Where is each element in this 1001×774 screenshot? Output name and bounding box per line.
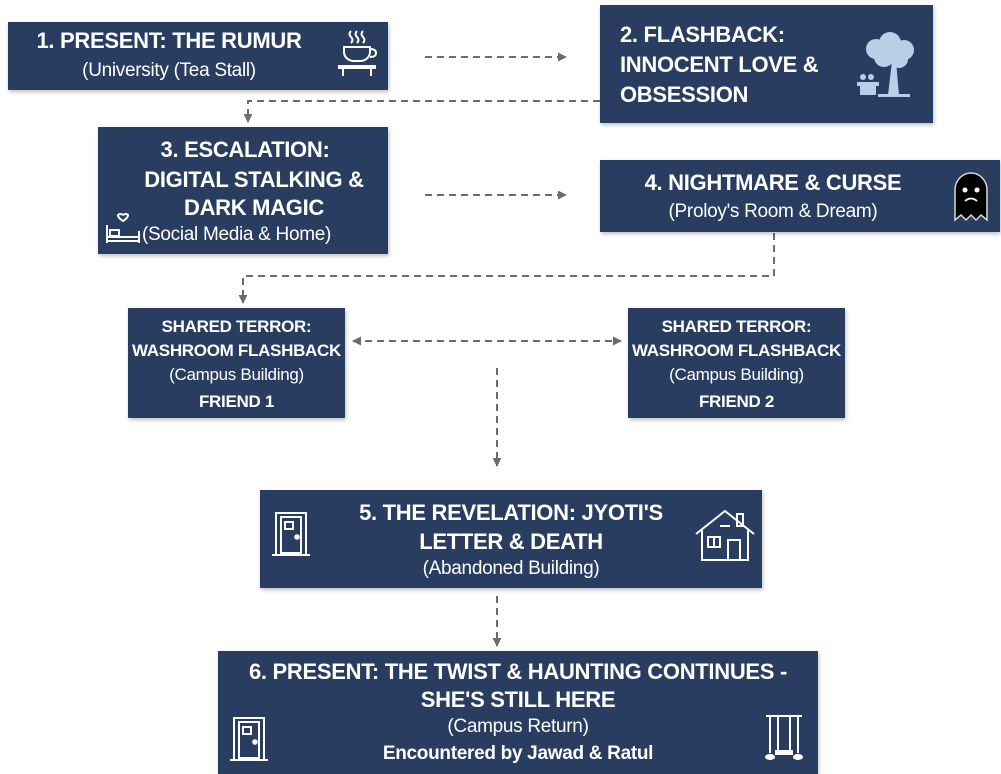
bed-icon bbox=[106, 213, 140, 243]
node-nightmare-curse: 4. NIGHTMARE & CURSE (Proloy's Room & Dr… bbox=[600, 160, 1000, 232]
node-friend2-line4: FRIEND 2 bbox=[698, 392, 775, 411]
node-friend2-line1: SHARED TERROR: bbox=[661, 317, 812, 336]
node-friend2-line2: WASHROOM FLASHBACK bbox=[632, 341, 841, 360]
node-finale: 6. PRESENT: THE TWIST & HAUNTING CONTINU… bbox=[218, 651, 818, 774]
node-present-title: 1. PRESENT: THE RUMUR bbox=[36, 28, 302, 53]
node-revelation: 5. THE REVELATION: JYOTI'S LETTER & DEAT… bbox=[260, 490, 762, 588]
node-escalation-subtitle: (Social Media & Home) bbox=[142, 224, 332, 245]
node-friend1-line3: (Campus Building) bbox=[169, 365, 304, 384]
tea-cup-icon bbox=[338, 30, 378, 76]
node-revelation-line1: 5. THE REVELATION: JYOTI'S bbox=[359, 500, 663, 525]
ghost-icon bbox=[954, 172, 988, 222]
node-finale-line2: SHE'S STILL HERE bbox=[420, 687, 616, 712]
node-escalation-line3: DARK MAGIC bbox=[184, 195, 324, 220]
node-flashback-line2: INNOCENT LOVE & bbox=[620, 52, 819, 77]
node-finale-line3: (Campus Return) bbox=[447, 716, 589, 737]
door-icon bbox=[272, 512, 310, 556]
connector-2-to-3 bbox=[243, 100, 600, 123]
house-icon bbox=[695, 509, 755, 561]
node-friend2-line3: (Campus Building) bbox=[669, 365, 804, 384]
node-friend1-line4: FRIEND 1 bbox=[198, 392, 275, 411]
node-friend-1: SHARED TERROR: WASHROOM FLASHBACK (Campu… bbox=[128, 308, 345, 418]
node-friend-2: SHARED TERROR: WASHROOM FLASHBACK (Campu… bbox=[628, 308, 845, 418]
node-finale-line4: Encountered by Jawad & Ratul bbox=[382, 743, 654, 764]
node-flashback-line3: OBSESSION bbox=[620, 82, 749, 107]
tree-icon bbox=[857, 32, 914, 97]
node-friend1-line2: WASHROOM FLASHBACK bbox=[132, 341, 341, 360]
node-revelation-line2: LETTER & DEATH bbox=[419, 529, 603, 554]
node-escalation: 3. ESCALATION: DIGITAL STALKING & DARK M… bbox=[98, 127, 388, 254]
node-present-rumur: 1. PRESENT: THE RUMUR (University (Tea S… bbox=[8, 22, 388, 90]
door-icon bbox=[230, 717, 268, 761]
node-finale-line1: 6. PRESENT: THE TWIST & HAUNTING CONTINU… bbox=[248, 659, 788, 684]
node-friend1-line1: SHARED TERROR: bbox=[161, 317, 312, 336]
swing-icon bbox=[765, 715, 803, 760]
node-revelation-line3: (Abandoned Building) bbox=[422, 558, 600, 579]
node-escalation-line2: DIGITAL STALKING & bbox=[144, 167, 364, 192]
node-escalation-line1: 3. ESCALATION: bbox=[160, 137, 330, 162]
node-nightmare-title: 4. NIGHTMARE & CURSE bbox=[644, 170, 902, 195]
node-present-subtitle: (University (Tea Stall) bbox=[82, 60, 256, 81]
node-nightmare-subtitle: (Proloy's Room & Dream) bbox=[668, 201, 878, 222]
node-flashback-line1: 2. FLASHBACK: bbox=[620, 22, 785, 47]
node-flashback: 2. FLASHBACK: INNOCENT LOVE & OBSESSION bbox=[600, 5, 933, 123]
